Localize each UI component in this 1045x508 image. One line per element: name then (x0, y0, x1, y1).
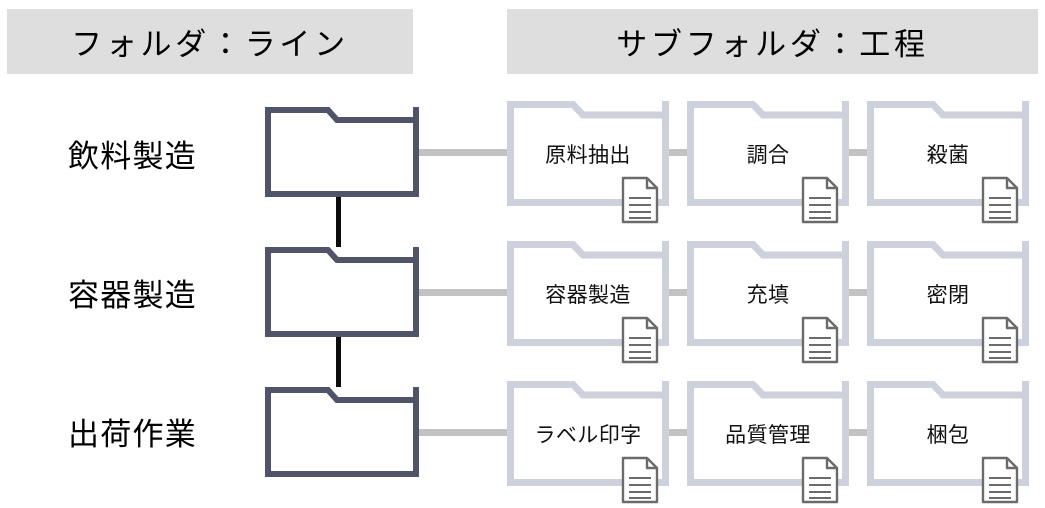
row-label-3: 出荷作業 (68, 417, 197, 452)
main-folder-1-tab (265, 107, 419, 128)
main-folder-3[interactable] (265, 387, 419, 477)
link-main-3 (419, 429, 507, 436)
link-main-2 (419, 289, 507, 296)
subfolder-2-1[interactable]: 容器製造 (507, 241, 669, 364)
subfolder-3-1-tab (507, 381, 669, 404)
subfolder-3-2-tab (687, 381, 849, 404)
trunk-connector-1-2 (336, 193, 341, 255)
document-icon (621, 176, 659, 224)
subfolder-1-2[interactable]: 調合 (687, 101, 849, 224)
subfolder-1-1-tab (507, 101, 669, 124)
document-icon (981, 456, 1019, 504)
subfolder-1-1-label: 原料抽出 (545, 144, 631, 167)
document-icon (801, 316, 839, 364)
trunk-connector-2-3 (336, 333, 341, 395)
row-label-1: 飲料製造 (68, 139, 197, 174)
subfolder-1-3[interactable]: 殺菌 (867, 101, 1029, 224)
link-sub-3-2 (849, 429, 867, 436)
subfolder-3-2[interactable]: 品質管理 (687, 381, 849, 504)
link-sub-2-1 (669, 289, 687, 296)
subfolder-2-1-tab (507, 241, 669, 264)
document-icon (981, 176, 1019, 224)
subfolder-3-3-tab (867, 381, 1029, 404)
row-label-2: 容器製造 (68, 278, 197, 313)
subfolder-2-1-label: 容器製造 (545, 284, 631, 307)
header-folder-line: フォルダ：ライン (7, 9, 413, 74)
subfolder-1-2-label: 調合 (746, 144, 790, 167)
link-sub-3-1 (669, 429, 687, 436)
link-sub-1-1 (669, 149, 687, 156)
main-folder-1[interactable] (265, 107, 419, 197)
subfolder-2-2-label: 充填 (746, 284, 790, 307)
document-icon (801, 176, 839, 224)
link-sub-1-2 (849, 149, 867, 156)
subfolder-2-3[interactable]: 密閉 (867, 241, 1029, 364)
subfolder-1-3-tab (867, 101, 1029, 124)
subfolder-3-3[interactable]: 梱包 (867, 381, 1029, 504)
header-subfolder-process: サブフォルダ：工程 (507, 9, 1038, 74)
subfolder-2-3-tab (867, 241, 1029, 264)
subfolder-1-2-tab (687, 101, 849, 124)
main-folder-2-tab (265, 247, 419, 268)
main-folder-2[interactable] (265, 247, 419, 337)
link-main-1 (419, 149, 507, 156)
subfolder-2-3-label: 密閉 (926, 284, 970, 307)
header-subfolder-process-label: サブフォルダ：工程 (616, 27, 929, 62)
subfolder-3-2-label: 品質管理 (725, 424, 811, 447)
document-icon (621, 456, 659, 504)
subfolder-1-1[interactable]: 原料抽出 (507, 101, 669, 224)
subfolder-2-2-tab (687, 241, 849, 264)
document-icon (621, 316, 659, 364)
document-icon (981, 316, 1019, 364)
subfolder-1-3-label: 殺菌 (926, 144, 970, 167)
document-icon (801, 456, 839, 504)
subfolder-3-1-label: ラベル印字 (534, 424, 642, 447)
main-folder-3-tab (265, 387, 419, 408)
header-folder-line-label: フォルダ：ライン (71, 27, 349, 62)
link-sub-2-2 (849, 289, 867, 296)
subfolder-2-2[interactable]: 充填 (687, 241, 849, 364)
subfolder-3-1[interactable]: ラベル印字 (507, 381, 669, 504)
subfolder-3-3-label: 梱包 (926, 424, 970, 447)
